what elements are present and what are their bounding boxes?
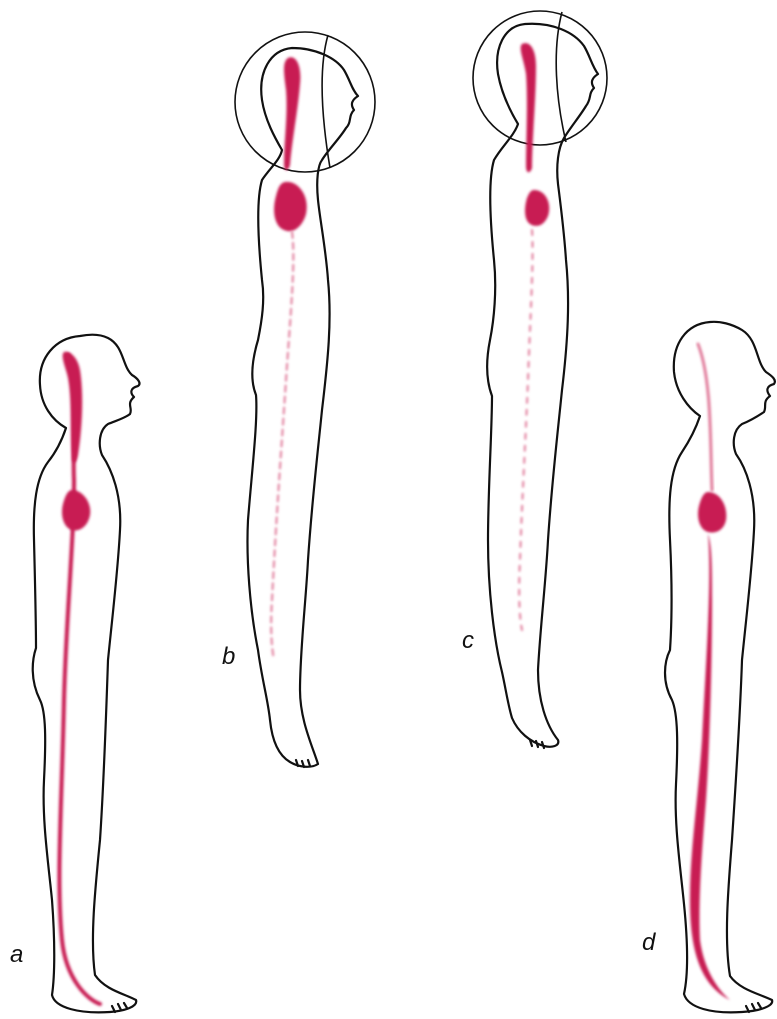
figure-b-label: b (222, 643, 235, 670)
figure-d-heart-center (698, 492, 726, 533)
figure-d-lower-channel (690, 534, 730, 1000)
figure-c-heart-center (525, 190, 549, 226)
figure-b-halo (235, 32, 375, 172)
figure-d-body-outline (665, 322, 775, 1013)
figure-c-lower-channel (519, 230, 532, 630)
figure-b-body-outline (247, 48, 358, 767)
figure-a-body-outline (33, 335, 140, 1013)
figure-d: d (642, 322, 775, 1013)
figure-a-heart-center (62, 490, 90, 530)
figure-b-upper-channel (284, 57, 300, 170)
figure-c-body-outline (487, 24, 598, 747)
figure-c-upper-channel (521, 43, 536, 172)
figure-a: a (10, 335, 139, 1013)
figure-b-heart-center (274, 182, 307, 231)
figure-b-lower-channel (271, 232, 293, 660)
figure-c: c (462, 11, 607, 748)
figure-c-halo (473, 11, 607, 145)
figure-b: b (222, 32, 375, 767)
figure-d-label: d (642, 929, 656, 956)
figure-a-label: a (10, 941, 23, 968)
figure-c-label: c (462, 627, 474, 654)
figure-a-upper-channel (63, 352, 83, 463)
